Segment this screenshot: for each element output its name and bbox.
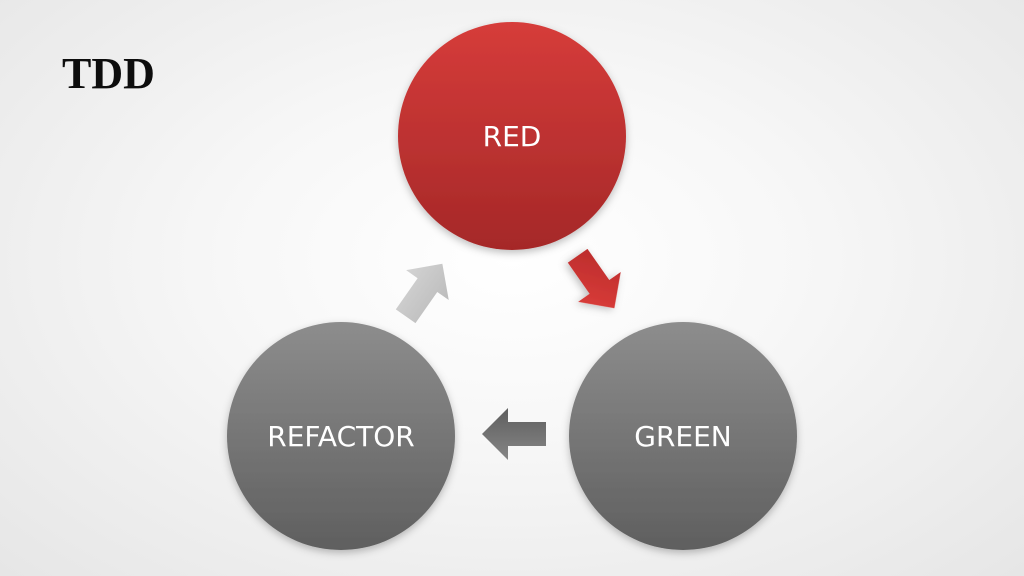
node-refactor-circle <box>227 322 455 550</box>
node-refactor-label: REFACTOR <box>267 420 415 453</box>
node-red-label: RED <box>483 120 542 153</box>
node-red-circle <box>398 22 626 250</box>
node-green-circle <box>569 322 797 550</box>
arrow-red-to-green-icon <box>567 248 621 309</box>
slide-title: TDD <box>62 49 155 98</box>
node-refactor: REFACTOR <box>227 322 455 550</box>
arrow-refactor-to-red-icon <box>395 263 449 324</box>
node-green: GREEN <box>569 322 797 550</box>
node-green-label: GREEN <box>634 420 731 453</box>
node-red: RED <box>398 22 626 250</box>
arrow-green-to-refactor-icon <box>482 408 546 460</box>
